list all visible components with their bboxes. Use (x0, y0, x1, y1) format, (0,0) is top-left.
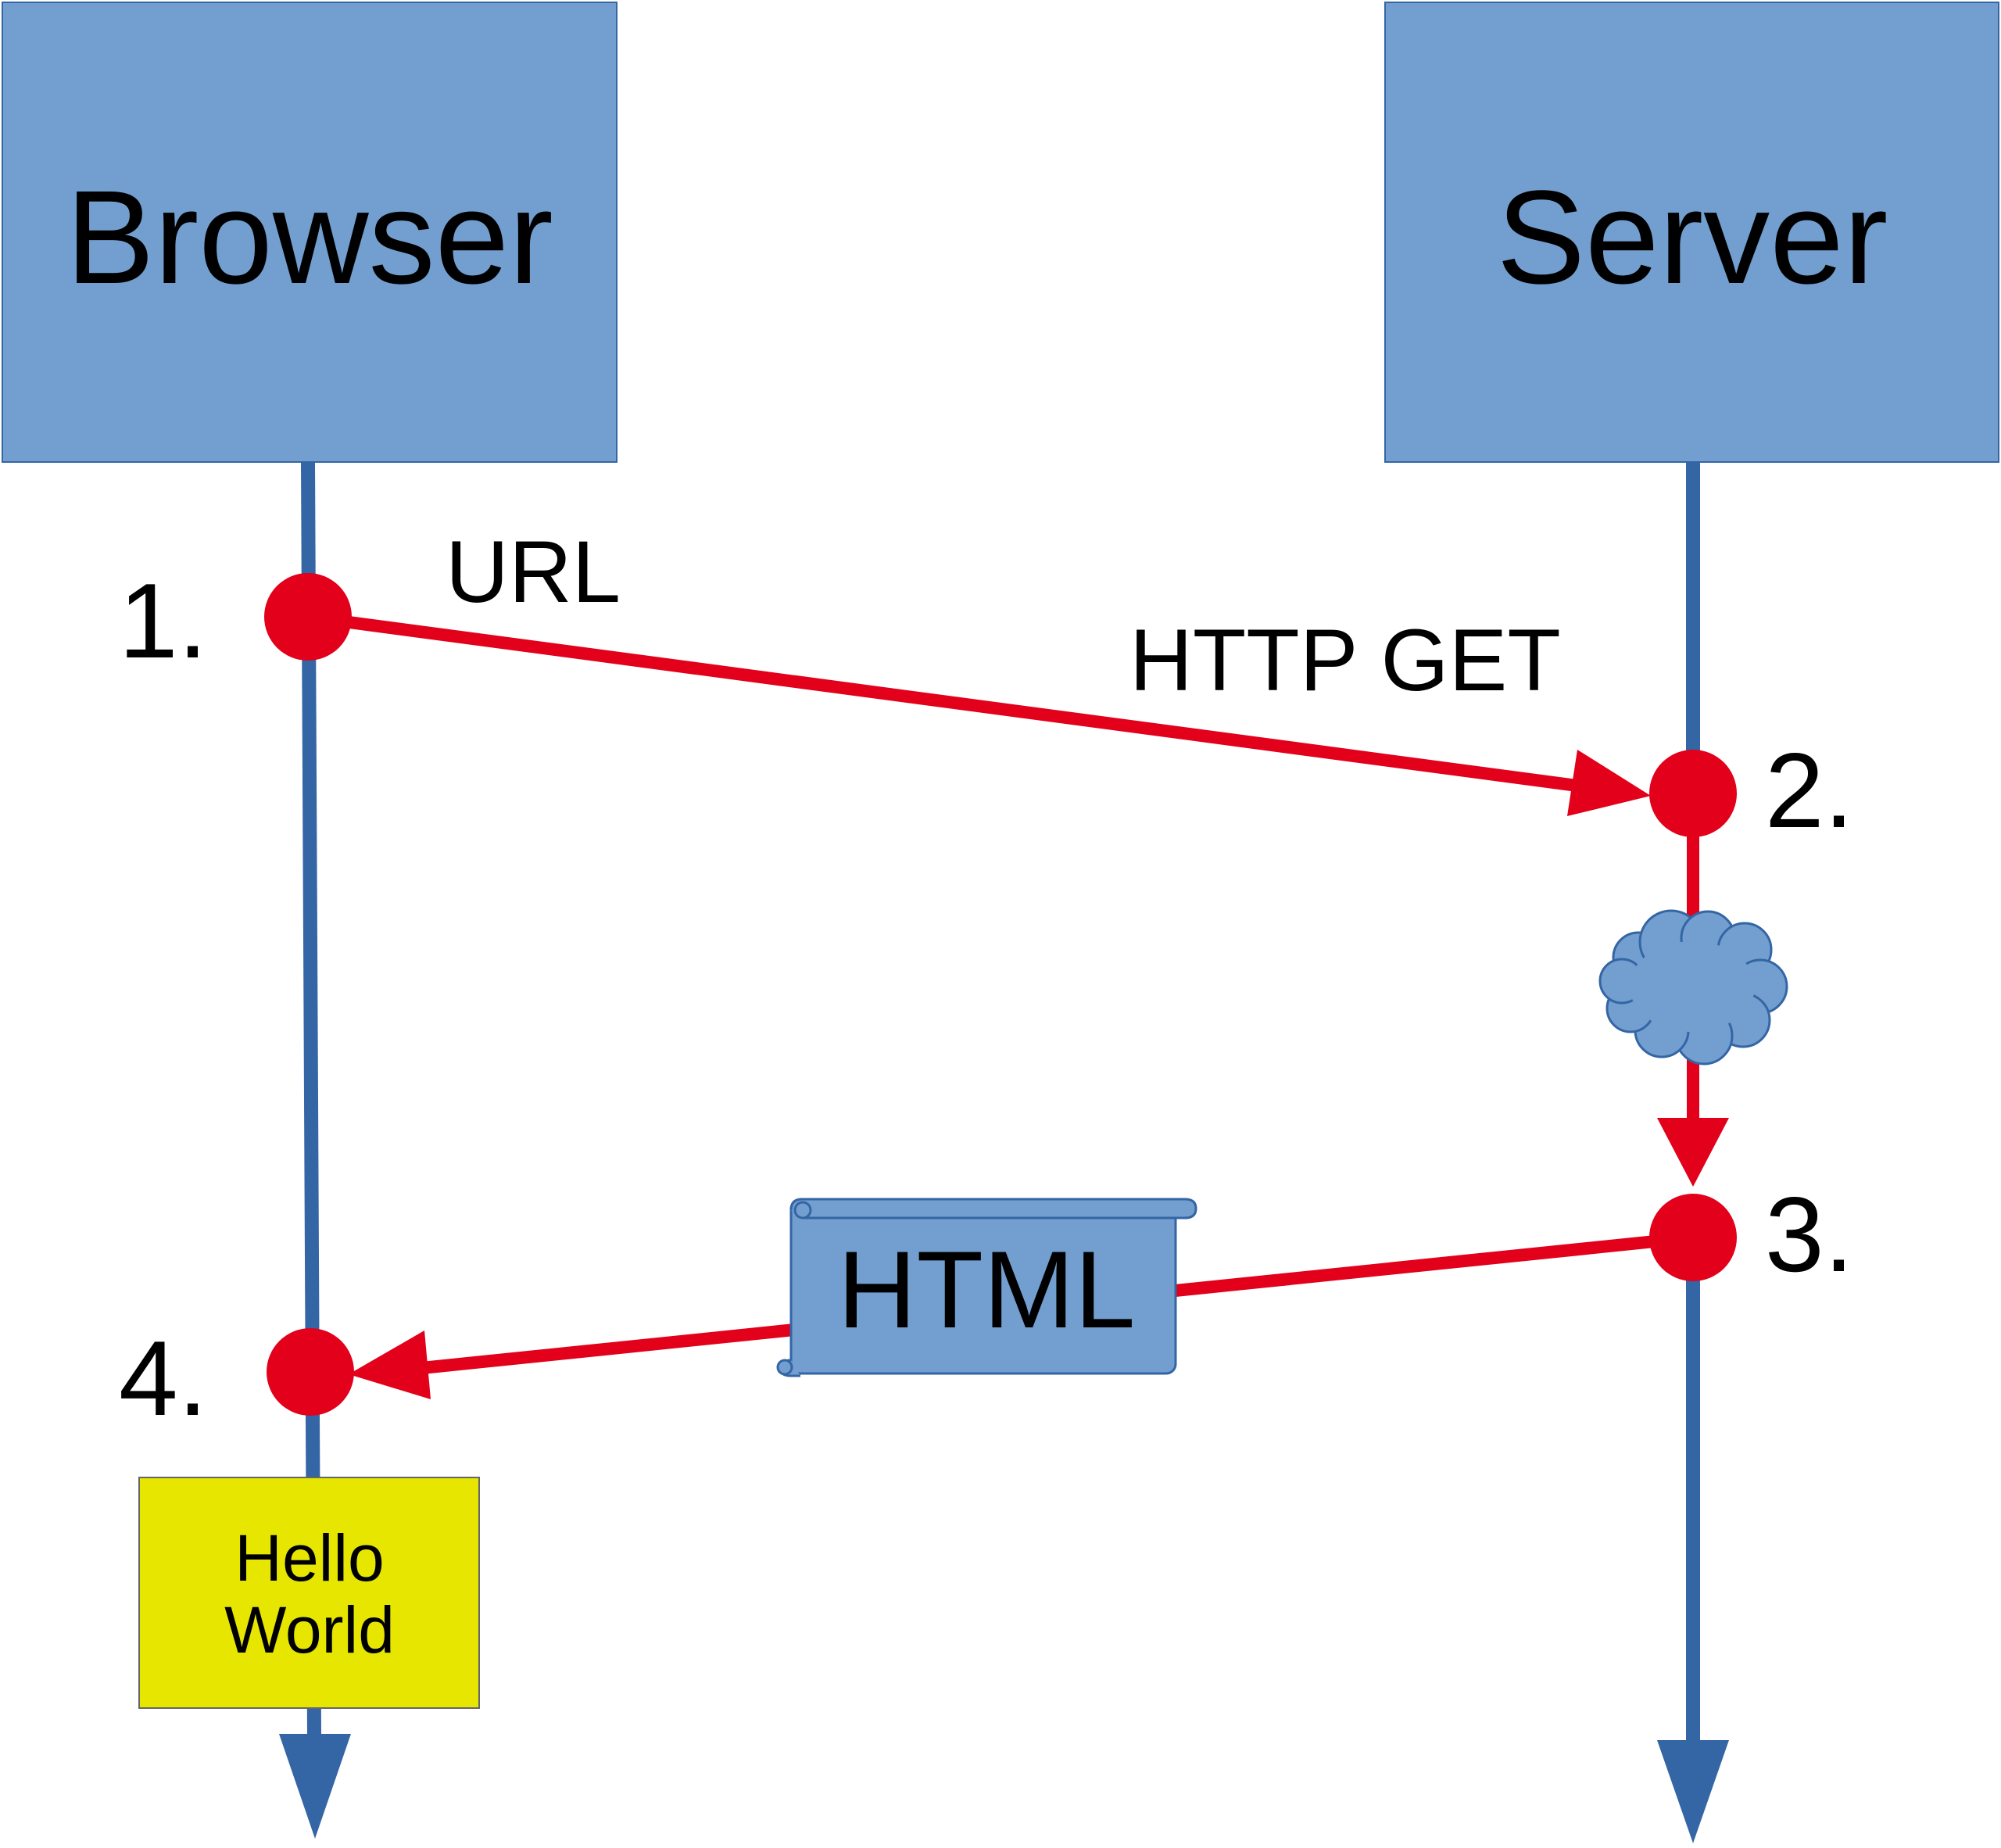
html-document-scroll (776, 1198, 1197, 1377)
step-2-dot (1649, 750, 1737, 837)
step-2-number: 2. (1765, 731, 1853, 850)
output-line-2: World (224, 1593, 395, 1667)
step-1-dot (264, 573, 352, 661)
response-label: HTML (837, 1228, 1135, 1351)
browser-label: Browser (66, 163, 553, 312)
output-line-1: Hello (234, 1521, 384, 1595)
browser-lifeline-arrowhead (279, 1734, 351, 1839)
server-label: Server (1497, 163, 1888, 312)
step-4-number: 4. (119, 1319, 207, 1438)
processing-arrowhead (1657, 1118, 1729, 1187)
output-box (138, 1477, 480, 1709)
request-arrowhead (1567, 750, 1651, 816)
request-top-label: URL (446, 523, 621, 621)
step-4-dot (267, 1328, 354, 1416)
response-arrowhead (349, 1330, 431, 1399)
server-box (1384, 2, 1999, 463)
step-3-number: 3. (1765, 1175, 1853, 1294)
server-lifeline-arrowhead (1657, 1740, 1729, 1843)
request-bottom-label: HTTP GET (1129, 611, 1561, 709)
step-3-dot (1649, 1194, 1737, 1281)
request-arrow (306, 611, 1596, 794)
cloud-icon (1598, 909, 1788, 1065)
step-1-number: 1. (119, 561, 207, 680)
browser-box (2, 2, 617, 463)
